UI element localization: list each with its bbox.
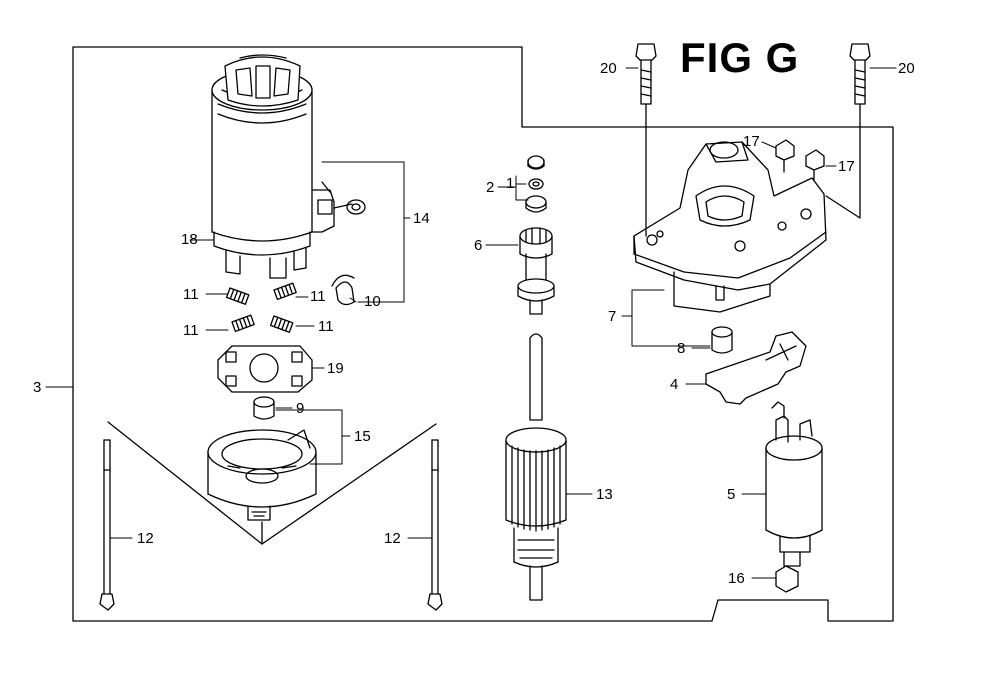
part-5-solenoid bbox=[765, 401, 823, 567]
part-7-housing bbox=[633, 141, 827, 313]
bolt20-guide-right bbox=[825, 103, 861, 219]
callout-11-d: 11 bbox=[318, 318, 334, 335]
callout-20-b: 20 bbox=[898, 60, 915, 77]
callout-6: 6 bbox=[474, 237, 483, 254]
starter-yoke bbox=[211, 54, 366, 279]
callout-17-a: 17 bbox=[743, 133, 760, 150]
part-10-clip bbox=[331, 274, 355, 306]
callout-12-b: 12 bbox=[384, 530, 401, 547]
part-6-pinion bbox=[517, 227, 555, 315]
callout-13: 13 bbox=[596, 486, 613, 503]
assembly-boundary bbox=[72, 46, 894, 622]
callout-14: 14 bbox=[413, 210, 430, 227]
callout-3: 3 bbox=[33, 379, 42, 396]
part-17-bolts bbox=[775, 139, 825, 181]
leader-lines bbox=[45, 67, 897, 579]
callout-7: 7 bbox=[608, 308, 617, 325]
callout-18: 18 bbox=[181, 231, 198, 248]
bolt-guide-right bbox=[261, 423, 437, 545]
part-12-through-bolts bbox=[99, 439, 443, 611]
callout-16: 16 bbox=[728, 570, 745, 587]
callout-1: 1 bbox=[506, 175, 515, 192]
callout-10: 10 bbox=[364, 293, 381, 310]
callout-11-b: 11 bbox=[310, 288, 326, 305]
brush-springs bbox=[225, 282, 297, 333]
part-15-rear-cover bbox=[207, 429, 317, 521]
callout-11-c: 11 bbox=[183, 322, 199, 339]
callout-11-a: 11 bbox=[183, 286, 199, 303]
part-8-plunger-cap bbox=[711, 326, 733, 354]
figure-title: FIG G bbox=[680, 34, 800, 81]
callout-2: 2 bbox=[486, 179, 495, 196]
callout-4: 4 bbox=[670, 376, 679, 393]
callout-20-a: 20 bbox=[600, 60, 617, 77]
callout-12-a: 12 bbox=[137, 530, 154, 547]
callout-17-b: 17 bbox=[838, 158, 855, 175]
callout-5: 5 bbox=[727, 486, 736, 503]
part-19-brush-holder bbox=[217, 345, 313, 393]
part-1-2-nut-washer bbox=[525, 155, 547, 213]
part-16-nut bbox=[775, 565, 799, 593]
part-4-shift-lever bbox=[705, 331, 807, 405]
part-13-armature bbox=[505, 333, 567, 601]
callout-9: 9 bbox=[296, 400, 305, 417]
part-9-bushing bbox=[253, 396, 275, 420]
callout-19: 19 bbox=[327, 360, 344, 377]
callout-8: 8 bbox=[677, 340, 686, 357]
callout-15: 15 bbox=[354, 428, 371, 445]
